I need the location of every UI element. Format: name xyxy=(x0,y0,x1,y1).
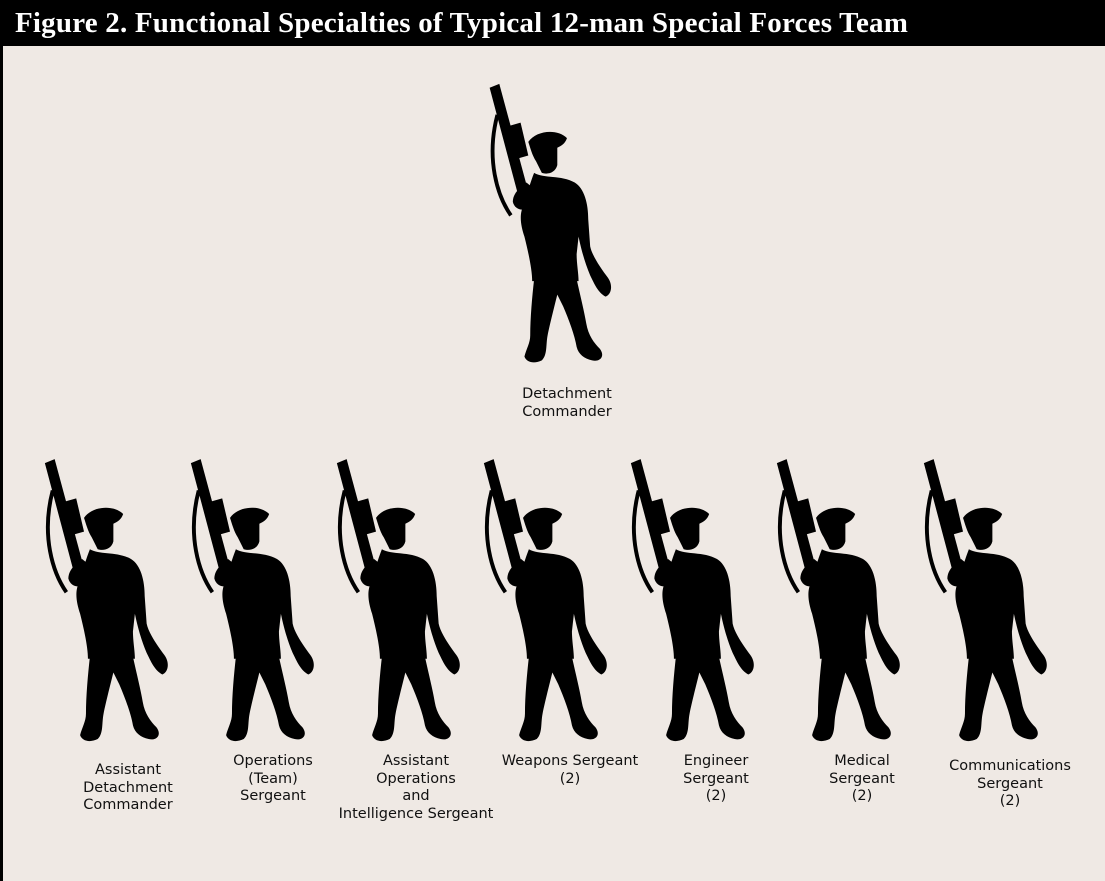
detachment-commander-silhouette xyxy=(483,82,620,372)
label-line: Assistant xyxy=(94,762,162,778)
operations-sergeant-label: Operations (Team) Sergeant xyxy=(233,753,313,806)
label-line: Intelligence Sergeant xyxy=(338,805,494,822)
communications-sergeant-label: Communications Sergeant (2) xyxy=(949,758,1071,811)
label-line: and xyxy=(402,788,430,804)
figure-title: Figure 2. Functional Specialties of Typi… xyxy=(15,7,909,39)
label-line: Assistant xyxy=(382,753,450,769)
label-line: Detachment xyxy=(83,779,173,796)
assistant-operations-intelligence-sergeant-label: Assistant Operations and Intelligence Se… xyxy=(339,753,494,823)
label-line: (2) xyxy=(559,770,581,787)
communications-sergeant-silhouette xyxy=(918,454,1055,754)
medical-sergeant-silhouette xyxy=(771,454,908,754)
label-line: Medical xyxy=(834,753,890,769)
label-line: Commander xyxy=(83,797,173,813)
engineer-sergeant-silhouette xyxy=(625,454,762,754)
label-line: Sergeant xyxy=(240,788,306,804)
label-line: Sergeant xyxy=(683,770,749,787)
detachment-commander-label: Detachment Commander xyxy=(522,386,612,421)
label-line: (2) xyxy=(705,788,727,804)
assistant-operations-intelligence-sergeant-silhouette xyxy=(331,454,468,754)
label-line: Operations xyxy=(376,770,456,787)
label-line: Commander xyxy=(522,403,612,420)
label-line: Weapons Sergeant xyxy=(501,753,639,769)
label-line: (Team) xyxy=(248,770,298,787)
assistant-detachment-commander-label: Assistant Detachment Commander xyxy=(83,762,173,815)
label-line: (2) xyxy=(999,793,1021,809)
label-line: Sergeant xyxy=(977,775,1043,792)
label-line: Communications xyxy=(949,758,1071,774)
figure-title-bar: Figure 2. Functional Specialties of Typi… xyxy=(3,0,1105,46)
medical-sergeant-label: Medical Sergeant (2) xyxy=(829,753,895,806)
assistant-detachment-commander-silhouette xyxy=(39,454,176,754)
label-line: (2) xyxy=(851,788,873,804)
label-line: Operations xyxy=(233,753,313,769)
engineer-sergeant-label: Engineer Sergeant (2) xyxy=(683,753,749,806)
weapons-sergeant-label: Weapons Sergeant (2) xyxy=(502,753,638,788)
operations-sergeant-silhouette xyxy=(185,454,322,754)
label-line: Engineer xyxy=(683,753,749,769)
label-line: Sergeant xyxy=(829,770,895,787)
label-line: Detachment xyxy=(522,386,612,402)
weapons-sergeant-silhouette xyxy=(478,454,615,754)
